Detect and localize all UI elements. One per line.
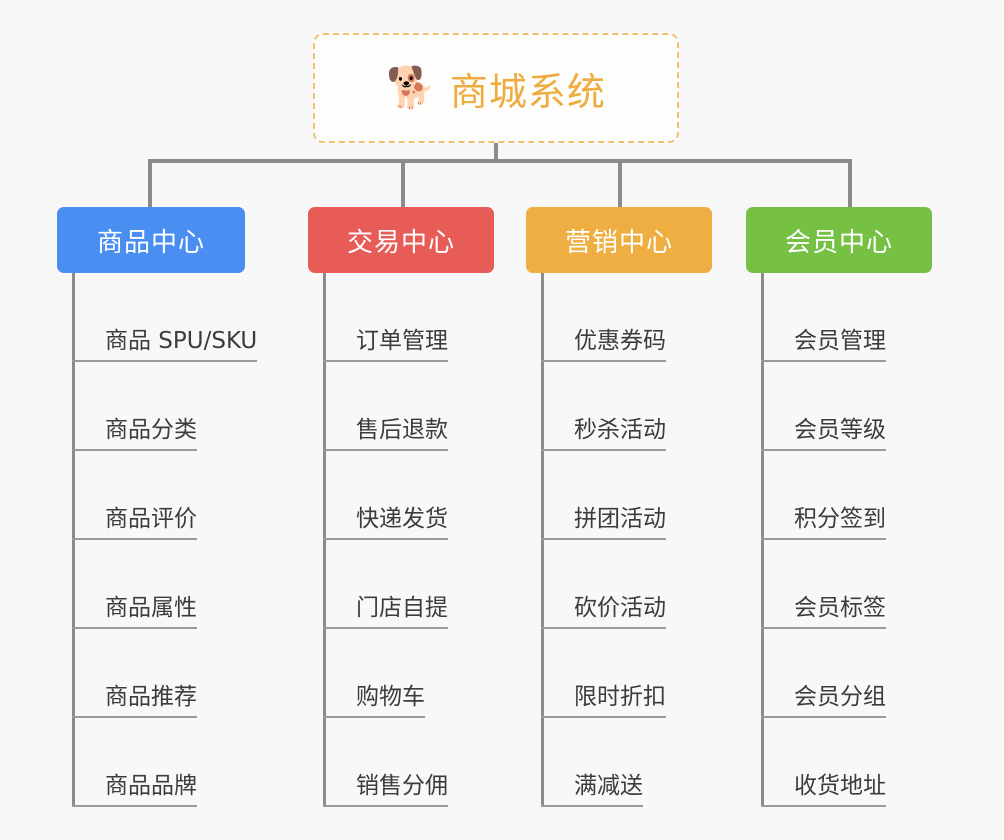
root-node[interactable]: 🐕 商城系统 [313, 33, 679, 143]
leaf-item[interactable]: 收货地址 [761, 718, 886, 807]
leaf-item[interactable]: 会员等级 [761, 362, 886, 451]
leaf-item-label: 会员分组 [794, 683, 886, 710]
leaf-item[interactable]: 限时折扣 [541, 629, 666, 718]
leaf-item[interactable]: 商品推荐 [72, 629, 197, 718]
drop-connector-4 [848, 159, 852, 208]
leaf-item-label: 商品属性 [105, 594, 197, 621]
leaf-item-label: 会员等级 [794, 416, 886, 443]
leaf-item-label: 会员标签 [794, 594, 886, 621]
leaf-item-label: 销售分佣 [356, 772, 448, 799]
leaf-item[interactable]: 商品 SPU/SKU [72, 273, 258, 362]
leaf-item-label: 会员管理 [794, 327, 886, 354]
leaf-item[interactable]: 销售分佣 [323, 718, 448, 807]
leaf-item-label: 订单管理 [356, 327, 448, 354]
leaf-item-label: 门店自提 [356, 594, 448, 621]
leaf-item-label: 售后退款 [356, 416, 448, 443]
leaf-spine-1 [72, 273, 75, 807]
category-box-4[interactable]: 会员中心 [746, 207, 932, 273]
leaf-item[interactable]: 会员管理 [761, 273, 886, 362]
category-box-1[interactable]: 商品中心 [57, 207, 245, 273]
leaf-item[interactable]: 订单管理 [323, 273, 448, 362]
leaf-item[interactable]: 商品评价 [72, 451, 197, 540]
leaf-item-label: 商品推荐 [105, 683, 197, 710]
leaf-item[interactable]: 商品品牌 [72, 718, 197, 807]
drop-connector-3 [618, 159, 622, 208]
leaf-item[interactable]: 秒杀活动 [541, 362, 666, 451]
leaf-item[interactable]: 会员标签 [761, 540, 886, 629]
leaf-item-label: 优惠券码 [574, 327, 666, 354]
leaf-spine-4 [761, 273, 764, 807]
root-stem-connector [494, 143, 498, 163]
leaf-spine-2 [323, 273, 326, 807]
category-box-3[interactable]: 营销中心 [526, 207, 712, 273]
leaf-item[interactable]: 拼团活动 [541, 451, 666, 540]
category-label-4: 会员中心 [784, 227, 893, 258]
leaf-item-label: 快递发货 [356, 505, 448, 532]
leaf-item-label: 商品 SPU/SKU [105, 327, 258, 354]
leaf-item[interactable]: 购物车 [323, 629, 425, 718]
horizontal-distribution-connector [148, 159, 852, 163]
leaf-item-label: 商品分类 [105, 416, 197, 443]
category-label-3: 营销中心 [564, 227, 673, 258]
category-label-1: 商品中心 [96, 227, 205, 258]
leaf-item-label: 商品评价 [105, 505, 197, 532]
leaf-item-label: 购物车 [356, 683, 425, 710]
category-box-2[interactable]: 交易中心 [308, 207, 494, 273]
leaf-item[interactable]: 砍价活动 [541, 540, 666, 629]
leaf-item[interactable]: 满减送 [541, 718, 643, 807]
leaf-item[interactable]: 积分签到 [761, 451, 886, 540]
leaf-item[interactable]: 门店自提 [323, 540, 448, 629]
leaf-item[interactable]: 商品属性 [72, 540, 197, 629]
leaf-item-label: 拼团活动 [574, 505, 666, 532]
leaf-item-label: 秒杀活动 [574, 416, 666, 443]
drop-connector-1 [148, 159, 152, 208]
leaf-item-label: 收货地址 [794, 772, 886, 799]
drop-connector-2 [401, 159, 405, 208]
leaf-item-label: 商品品牌 [105, 772, 197, 799]
leaf-item[interactable]: 优惠券码 [541, 273, 666, 362]
leaf-item-label: 满减送 [574, 772, 643, 799]
shiba-dog-face-icon: 🐕 [386, 65, 436, 111]
leaf-item[interactable]: 售后退款 [323, 362, 448, 451]
leaf-item[interactable]: 快递发货 [323, 451, 448, 540]
leaf-item[interactable]: 会员分组 [761, 629, 886, 718]
leaf-spine-3 [541, 273, 544, 807]
root-node-label: 商城系统 [449, 69, 606, 114]
category-label-2: 交易中心 [346, 227, 455, 258]
leaf-item-label: 积分签到 [794, 505, 886, 532]
leaf-item[interactable]: 商品分类 [72, 362, 197, 451]
leaf-item-label: 限时折扣 [574, 683, 666, 710]
leaf-item-label: 砍价活动 [574, 594, 666, 621]
